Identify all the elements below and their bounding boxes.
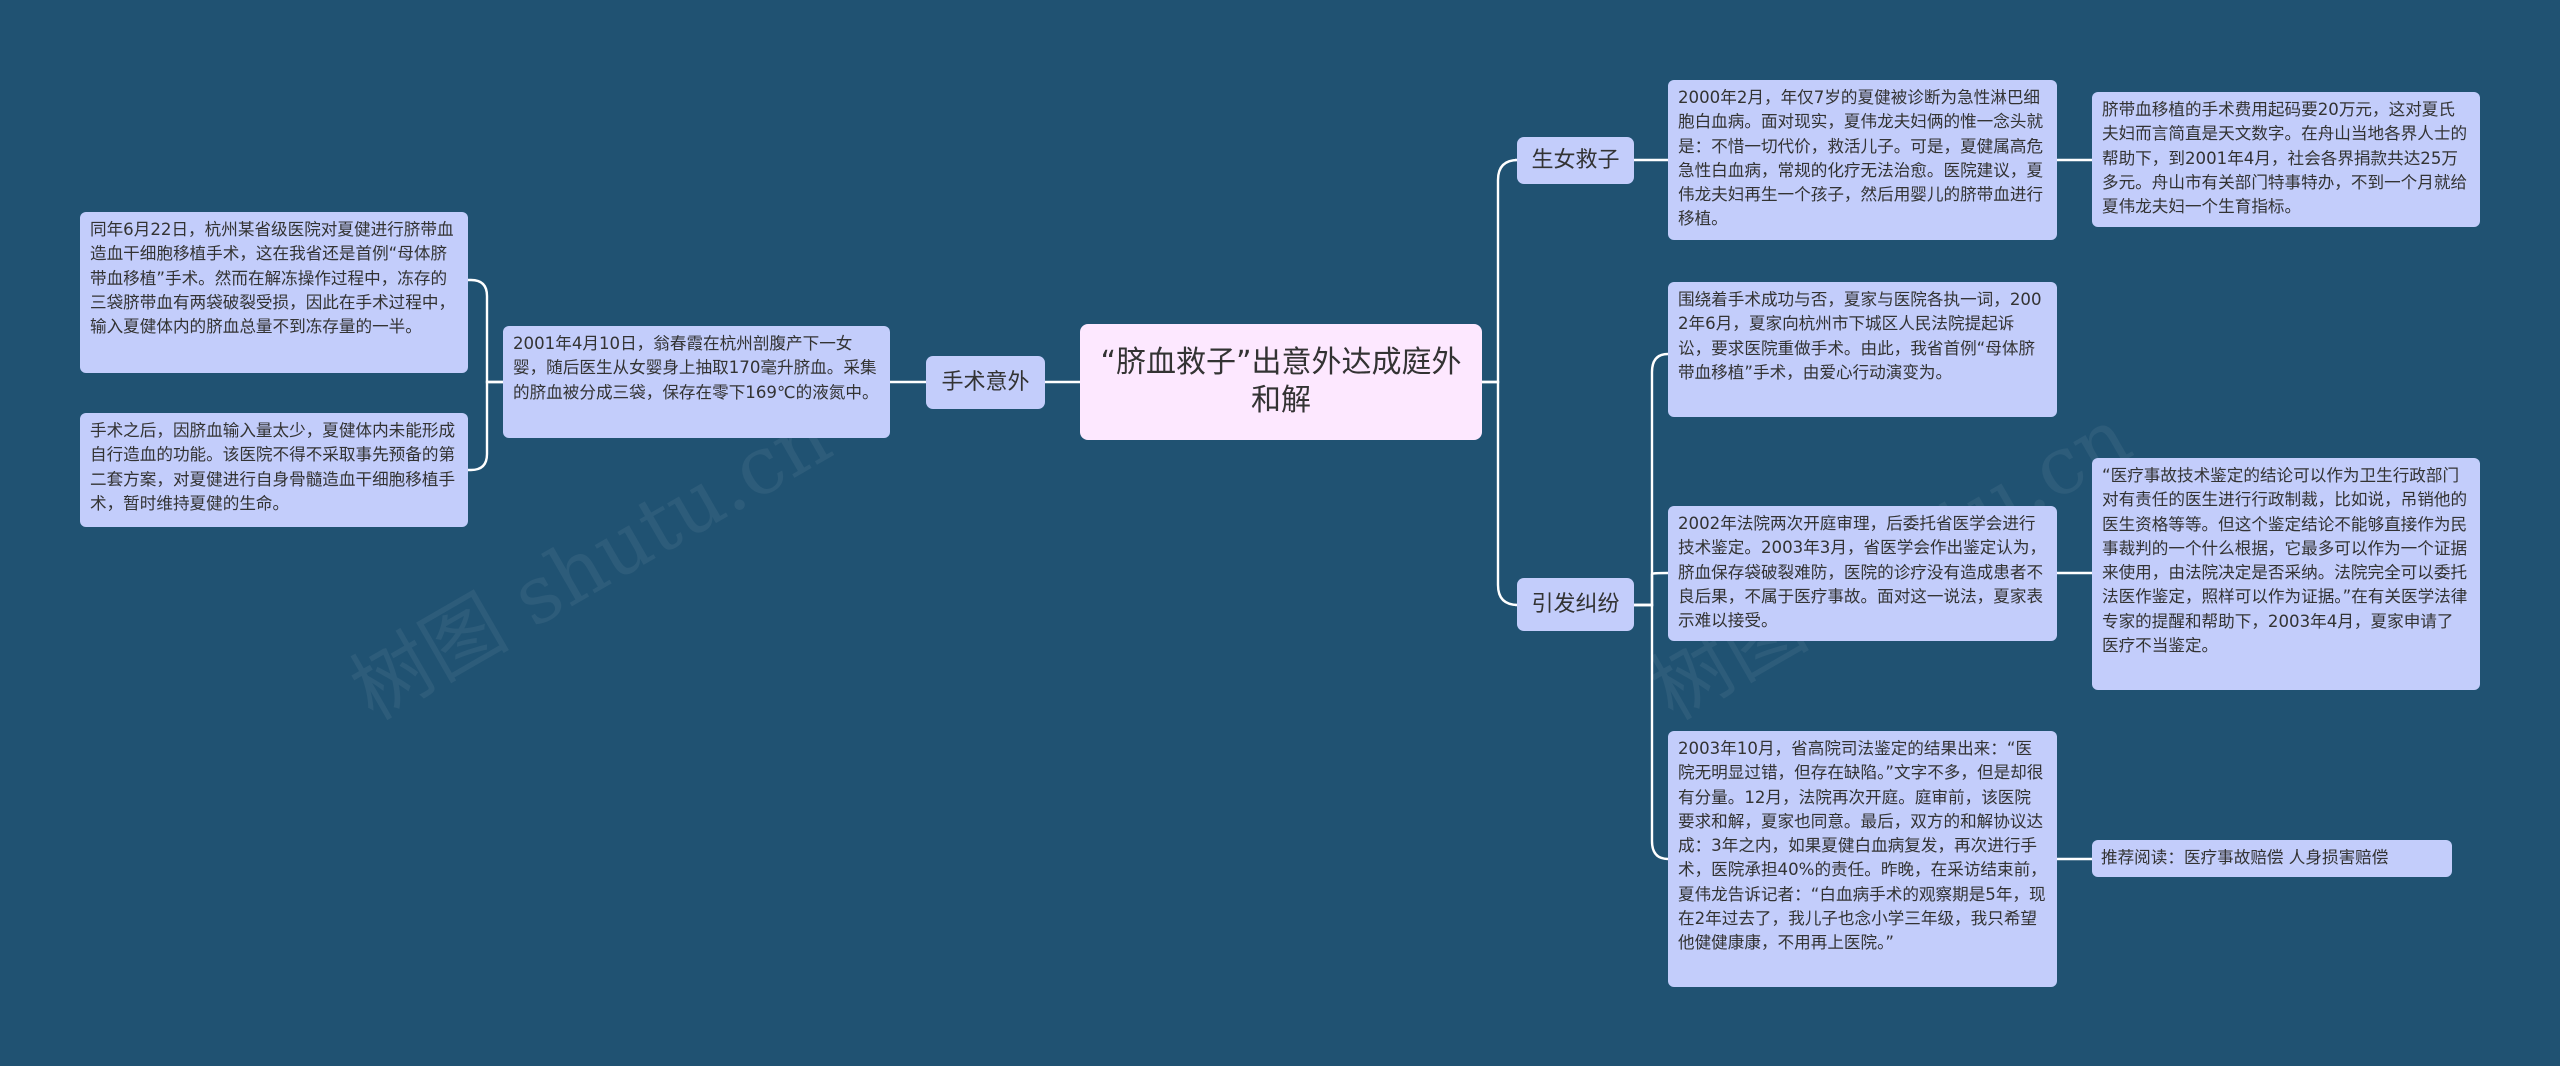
leaf-jiufen-2[interactable]: 2002年法院两次开庭审理，后委托省医学会进行技术鉴定。2003年3月，省医学会… <box>1668 506 2057 641</box>
leaf-shengnv-1[interactable]: 2000年2月，年仅7岁的夏健被诊断为急性淋巴细胞白血病。面对现实，夏伟龙夫妇俩… <box>1668 80 2057 240</box>
leaf-jiufen-3[interactable]: 2003年10月，省高院司法鉴定的结果出来：“医院无明显过错，但存在缺陷。”文字… <box>1668 731 2057 987</box>
root-topic[interactable]: “脐血救子”出意外达成庭外和解 <box>1080 324 1482 440</box>
link-jiufen-leaf3 <box>1634 603 1669 861</box>
leaf-jiufen-2b[interactable]: “医疗事故技术鉴定的结论可以作为卫生行政部门对有责任的医生进行行政制裁，比如说，… <box>2092 458 2480 690</box>
link-root-jiufen <box>1482 380 1519 607</box>
branch-shoushu[interactable]: 手术意外 <box>926 356 1045 409</box>
link-jiufen-leaf2 <box>1634 571 1669 607</box>
leaf-shoushu-3[interactable]: 手术之后，因脐血输入量太少，夏健体内未能形成自行造血的功能。该医院不得不采取事先… <box>80 413 468 527</box>
leaf-jiufen-1[interactable]: 围绕着手术成功与否，夏家与医院各执一词，2002年6月，夏家向杭州市下城区人民法… <box>1668 282 2057 417</box>
link-shoushu-leaf2 <box>468 278 503 384</box>
link-jiufen-leaf1 <box>1634 352 1669 607</box>
leaf-shoushu-1[interactable]: 2001年4月10日，翁春霞在杭州剖腹产下一女婴，随后医生从女婴身上抽取170毫… <box>503 326 890 438</box>
branch-jiufen[interactable]: 引发纠纷 <box>1517 578 1634 631</box>
leaf-shoushu-2[interactable]: 同年6月22日，杭州某省级医院对夏健进行脐带血造血干细胞移植手术，这在我省还是首… <box>80 212 468 373</box>
leaf-jiufen-3b[interactable]: 推荐阅读：医疗事故赔偿 人身损害赔偿 <box>2092 840 2452 877</box>
leaf-shengnv-2[interactable]: 脐带血移植的手术费用起码要20万元，这对夏氏夫妇而言简直是天文数字。在舟山当地各… <box>2092 92 2480 227</box>
link-shoushu-leaf3 <box>468 380 503 472</box>
branch-shengnv[interactable]: 生女救子 <box>1517 137 1634 184</box>
link-root-shengnv <box>1482 158 1519 384</box>
